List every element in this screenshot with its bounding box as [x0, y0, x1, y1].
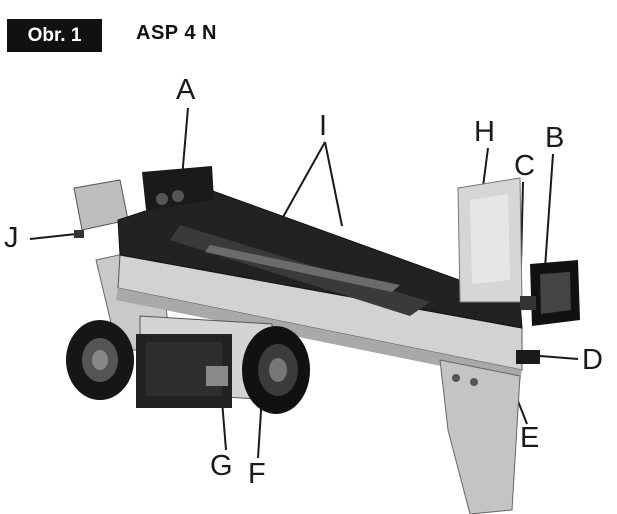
callout-a: A [176, 74, 196, 106]
callout-b: B [545, 122, 565, 154]
callout-f: F [248, 458, 266, 490]
model-name: ASP 4 N [136, 22, 217, 44]
figure-number-badge: Obr. 1 [7, 19, 102, 52]
callout-c: C [514, 150, 535, 182]
log-splitter-illustration-icon [29, 107, 580, 514]
figure-header: Obr. 1 ASP 4 N [0, 0, 617, 70]
callout-d: D [582, 344, 603, 376]
callout-g: G [210, 450, 233, 482]
callout-i: I [319, 110, 328, 142]
callout-h: H [474, 116, 495, 148]
callout-j: J [4, 222, 19, 254]
log-splitter-figure: A I H B C J D E G F [0, 70, 617, 514]
callout-e: E [520, 422, 540, 454]
